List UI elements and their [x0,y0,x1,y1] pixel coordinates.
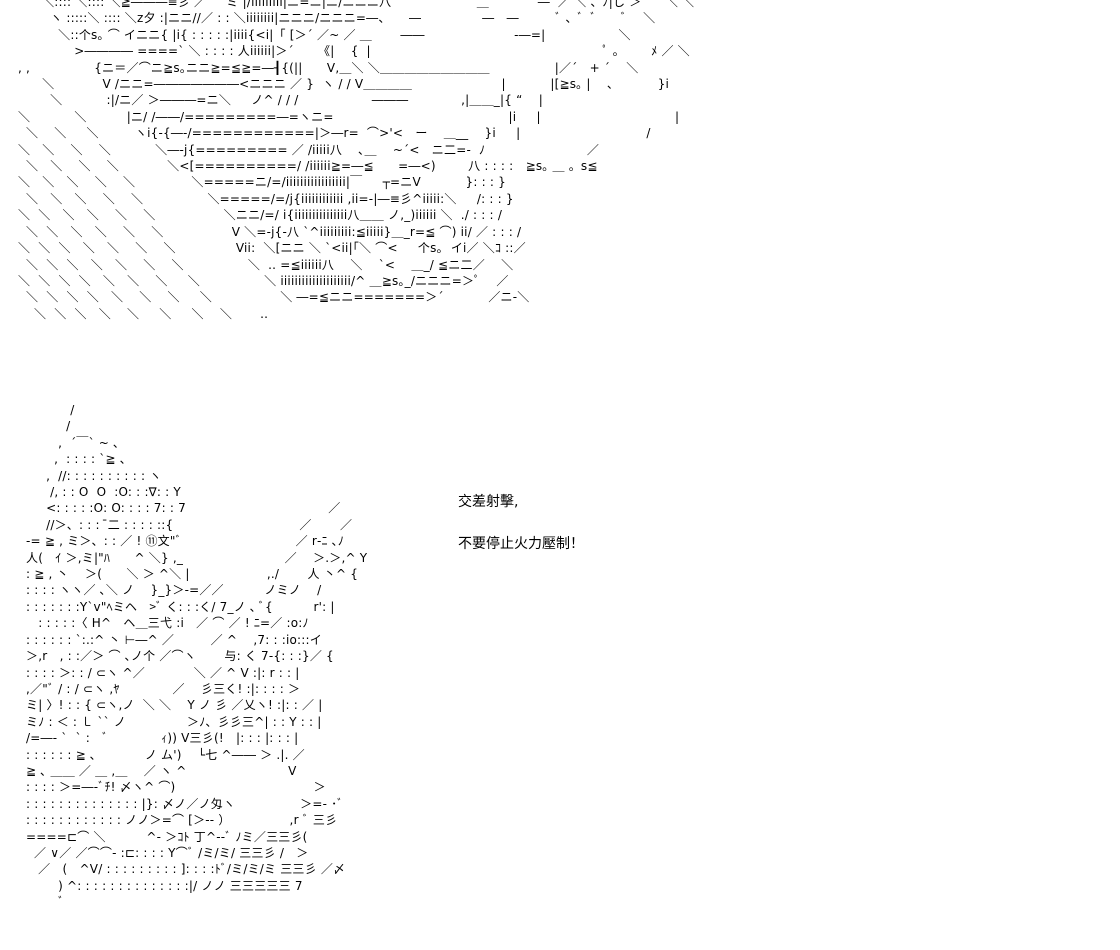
ascii-art-bottom-character: / / , ´￣` ~ ､ , : : : : `≧ 、 , //: : : :… [26,403,368,910]
dialogue-line-1: 交差射擊, [458,494,519,510]
ascii-art-top-scene: ＼:::: ＼:::: ＼≧―――≡彡 ／ ミ |/iiiiiiiii|ニ=ニ|… [18,0,695,321]
dialogue-line-2: 不要停止火力壓制！ [458,536,584,552]
dialogue-spacer [458,513,584,534]
dialogue-text: 交差射擊, 不要停止火力壓制！ [458,492,584,555]
